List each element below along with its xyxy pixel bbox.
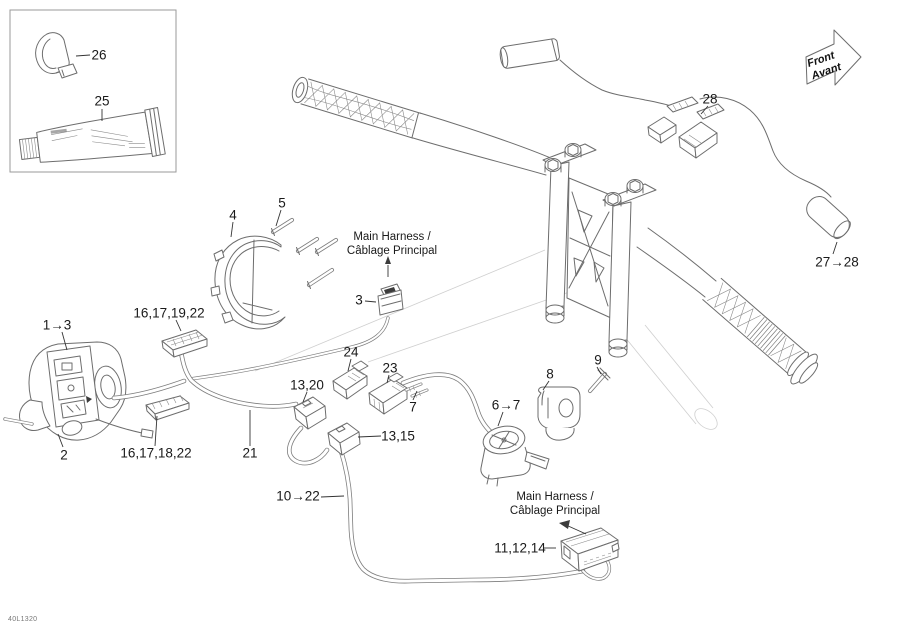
document-code: 40L1320 <box>8 616 38 623</box>
grip-heater-sleeve <box>806 196 851 240</box>
callout-4: 4 <box>229 207 237 223</box>
callout-9: 9 <box>594 352 602 368</box>
connector-24 <box>332 360 369 400</box>
callout-13-15: 13,15 <box>381 428 415 444</box>
callout-11-12-14: 11,12,14 <box>494 540 546 556</box>
main-harness-note-bottom: Main Harness / Câblage Principal <box>510 491 600 519</box>
connector-16-17-19-22 <box>161 329 208 358</box>
connector-pair-28 <box>647 96 725 159</box>
connector-boot-8 <box>537 386 581 441</box>
callout-21: 21 <box>242 445 258 461</box>
sealant-tube-25 <box>18 107 166 163</box>
callout-28: 28 <box>702 91 718 107</box>
handlebar-right-grip <box>636 227 819 385</box>
terminal-pins-7 <box>404 382 429 398</box>
callout-7: 7 <box>409 399 417 415</box>
connector-3 <box>377 283 404 316</box>
handlebar-left-grip <box>291 76 554 176</box>
callout-27-28: 27→28 <box>815 254 859 270</box>
clip-part-26 <box>35 32 78 79</box>
main-harness-note-top: Main Harness / Câblage Principal <box>347 231 437 259</box>
multifunction-switch <box>19 341 127 441</box>
callout-25: 25 <box>94 93 110 109</box>
front-arrow <box>805 29 862 86</box>
callout-10-22: 10→22 <box>276 488 320 504</box>
note-line-2: Câblage Principal <box>509 504 601 517</box>
connector-13-15 <box>327 422 361 456</box>
callout-leader-lines <box>57 54 838 549</box>
callout-16-17-18-22: 16,17,18,22 <box>120 445 192 461</box>
callout-1-3: 1→3 <box>42 317 72 333</box>
wiring-harness-tubes <box>3 316 612 581</box>
grip-warmer-element <box>499 38 832 198</box>
note-line-1: Main Harness / <box>353 231 431 243</box>
callout-6-7: 6→7 <box>491 397 521 413</box>
note-line-2: Câblage Principal <box>346 244 438 257</box>
housing-screws <box>271 218 338 289</box>
connector-23 <box>368 372 408 415</box>
steering-riser-assembly <box>542 143 657 358</box>
inset-box <box>9 9 177 173</box>
callout-13-20: 13,20 <box>290 377 324 393</box>
connector-16-17-18-22 <box>145 394 190 421</box>
callout-26: 26 <box>91 47 107 63</box>
callout-3: 3 <box>355 292 363 308</box>
connector-13-20 <box>293 396 327 430</box>
callout-2: 2 <box>60 447 68 463</box>
switch-housing-shell <box>210 235 286 330</box>
tether-switch <box>480 425 550 487</box>
note-line-1: Main Harness / <box>516 491 594 503</box>
callout-8: 8 <box>546 366 554 382</box>
callout-5: 5 <box>278 195 286 211</box>
callout-24: 24 <box>343 344 359 360</box>
callout-23: 23 <box>382 360 398 376</box>
callout-16-17-19-22: 16,17,19,22 <box>133 305 205 321</box>
connector-11-12-14 <box>560 527 620 572</box>
